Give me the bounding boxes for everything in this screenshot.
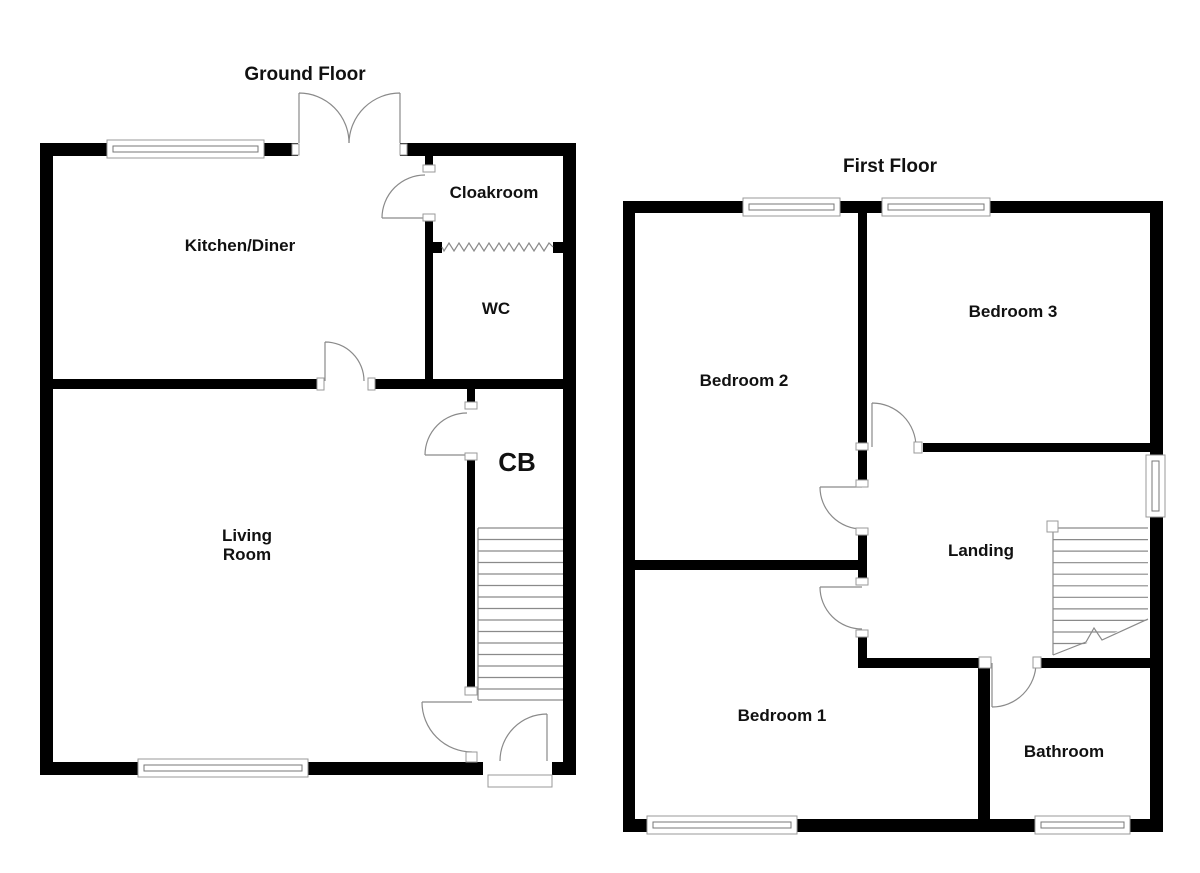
room-label-wc: WC <box>482 299 510 318</box>
ground-floor-plan: Ground Floor <box>40 64 576 788</box>
first-floor-title: First Floor <box>843 156 938 177</box>
ground-floor-title: Ground Floor <box>244 64 366 85</box>
ground-floor-door-jambs <box>291 143 478 763</box>
room-label-living-line1: Living <box>222 526 272 545</box>
room-label-cb: CB <box>498 447 536 477</box>
first-floor-plan: First Floor <box>623 156 1166 835</box>
first-floor-walls <box>623 201 1163 832</box>
bedroom-2-door <box>819 486 863 530</box>
room-label-living-line2: Room <box>223 545 271 564</box>
kitchen-door <box>324 341 365 382</box>
room-label-bathroom: Bathroom <box>1024 742 1104 761</box>
room-label-cloakroom: Cloakroom <box>450 183 539 202</box>
entrance-door-right <box>348 92 401 144</box>
entrance-door-left <box>298 92 350 144</box>
cloakroom-door <box>381 174 426 219</box>
bedroom-3-door <box>871 402 917 448</box>
bathroom-door <box>991 662 1037 708</box>
room-label-bedroom-3: Bedroom 3 <box>969 302 1058 321</box>
bedroom-2-window <box>742 197 841 217</box>
cb-cupboard-door <box>424 412 468 456</box>
bedroom-1-window <box>646 815 798 835</box>
hall-living-room-door <box>421 701 473 753</box>
bedroom-3-window <box>881 197 991 217</box>
back-door <box>499 713 548 762</box>
ground-floor-stairs <box>477 527 563 701</box>
back-door-threshold <box>487 774 553 788</box>
ground-floor-walls <box>40 143 576 775</box>
wall-bevel <box>425 377 448 389</box>
kitchen-window <box>106 139 265 159</box>
room-label-landing: Landing <box>948 541 1014 560</box>
bathroom-window <box>1034 815 1131 835</box>
internal-window-zigzag <box>441 241 554 253</box>
stairwell-side-window <box>1145 454 1166 518</box>
bedroom-1-door <box>819 586 863 630</box>
first-floor-stairs <box>1052 527 1149 658</box>
living-room-window <box>137 758 309 778</box>
first-floor-door-jambs <box>855 441 1059 669</box>
room-label-kitchen-diner: Kitchen/Diner <box>185 236 296 255</box>
room-label-bedroom-2: Bedroom 2 <box>700 371 789 390</box>
room-label-bedroom-1: Bedroom 1 <box>738 706 827 725</box>
